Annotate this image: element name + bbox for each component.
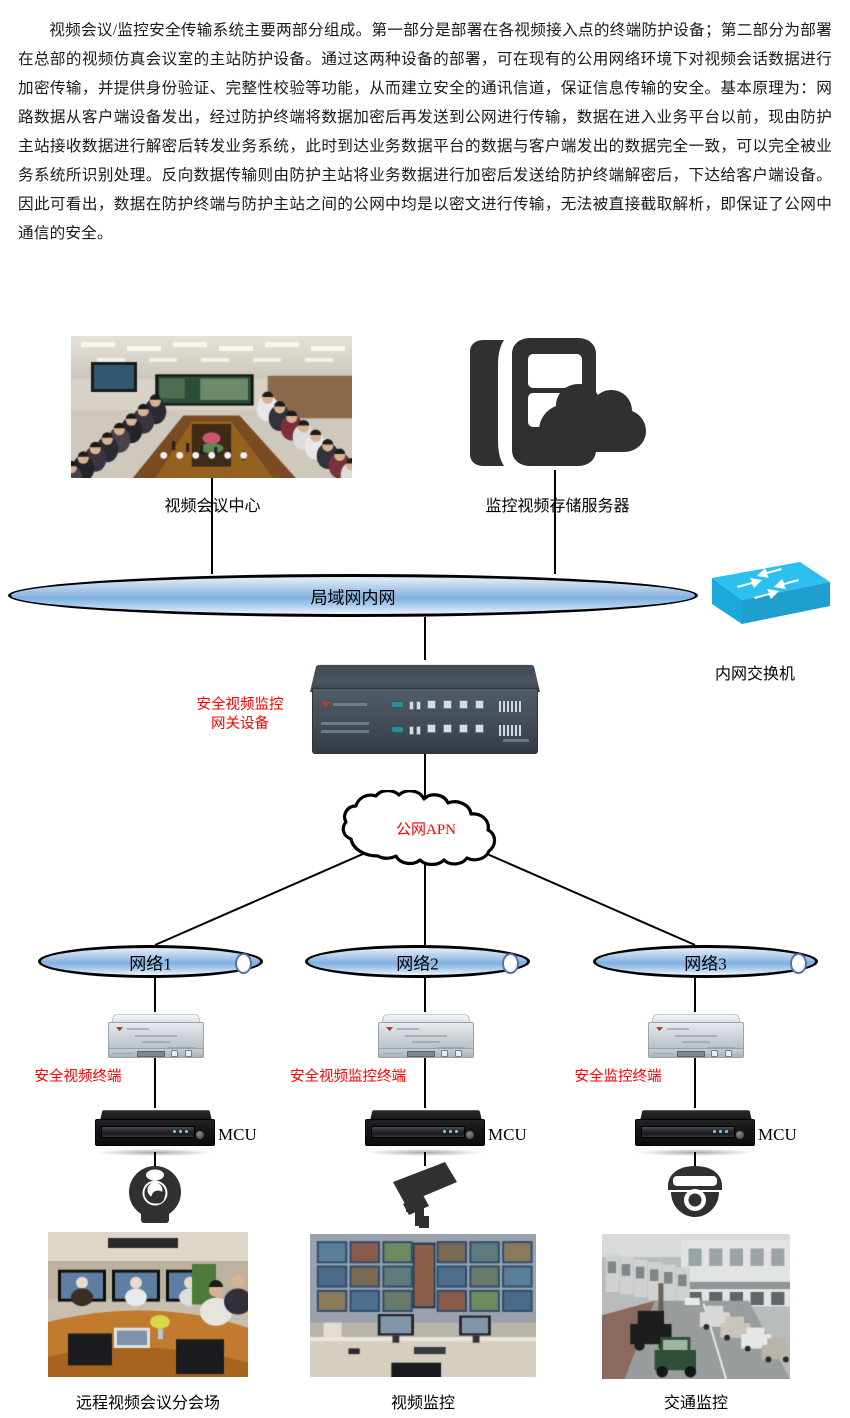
network-bar-2-label: 网络2 <box>396 954 439 973</box>
remote-conference-caption: 远程视频会议分会场 <box>75 1395 220 1412</box>
webcam-icon <box>122 1164 188 1226</box>
mcu-label-1: MCU <box>218 1125 257 1144</box>
network-switch-icon <box>690 552 830 638</box>
security-terminal-2-label: 安全视频监控终端 <box>290 1069 406 1085</box>
network-bar-3: 网络3 <box>593 945 818 978</box>
traffic-surveillance-caption: 交通监控 <box>663 1395 728 1412</box>
gateway-label: 安全视频监控 网关设备 <box>196 697 284 732</box>
public-apn-cloud: 公网APN <box>338 789 514 867</box>
server-cloud-icon <box>460 336 655 470</box>
security-terminal-2 <box>378 1012 474 1058</box>
network-switch-caption: 内网交换机 <box>714 666 795 683</box>
video-conference-center-caption: 视频会议中心 <box>164 498 261 515</box>
security-video-gateway-device <box>310 660 540 754</box>
mcu-label-3: MCU <box>758 1125 797 1144</box>
gateway-top-face <box>310 664 540 692</box>
traffic-surveillance-photo <box>602 1234 790 1379</box>
video-surveillance-photo <box>310 1234 536 1377</box>
storage-server-caption: 监控视频存储服务器 <box>485 498 630 515</box>
remote-conference-photo <box>48 1232 248 1377</box>
mcu-label-2: MCU <box>488 1125 527 1144</box>
security-terminal-1-label: 安全视频终端 <box>34 1069 122 1085</box>
gateway-front-panel <box>312 688 538 754</box>
bullet-cctv-camera-icon <box>385 1160 463 1228</box>
intro-paragraph: 视频会议/监控安全传输系统主要两部分组成。第一部分是部署在各视频接入点的终端防护… <box>18 22 832 242</box>
network-bar-1: 网络1 <box>38 945 263 978</box>
dome-cctv-camera-icon <box>655 1166 735 1222</box>
video-surveillance-caption: 视频监控 <box>390 1395 455 1412</box>
security-terminal-3-label: 安全监控终端 <box>574 1069 662 1085</box>
public-apn-label: 公网APN <box>395 822 456 838</box>
network-bar-1-label: 网络1 <box>129 954 172 973</box>
network-bar-3-label: 网络3 <box>684 954 727 973</box>
mcu-device-3 <box>635 1108 755 1156</box>
lan-network-bar: 局域网内网 <box>8 574 698 617</box>
security-terminal-3 <box>648 1012 744 1058</box>
mcu-device-1 <box>95 1108 215 1156</box>
lan-network-label: 局域网内网 <box>310 588 396 607</box>
video-conference-center-photo <box>71 336 352 478</box>
security-terminal-1 <box>108 1012 204 1058</box>
network-bar-2: 网络2 <box>305 945 530 978</box>
mcu-device-2 <box>365 1108 485 1156</box>
